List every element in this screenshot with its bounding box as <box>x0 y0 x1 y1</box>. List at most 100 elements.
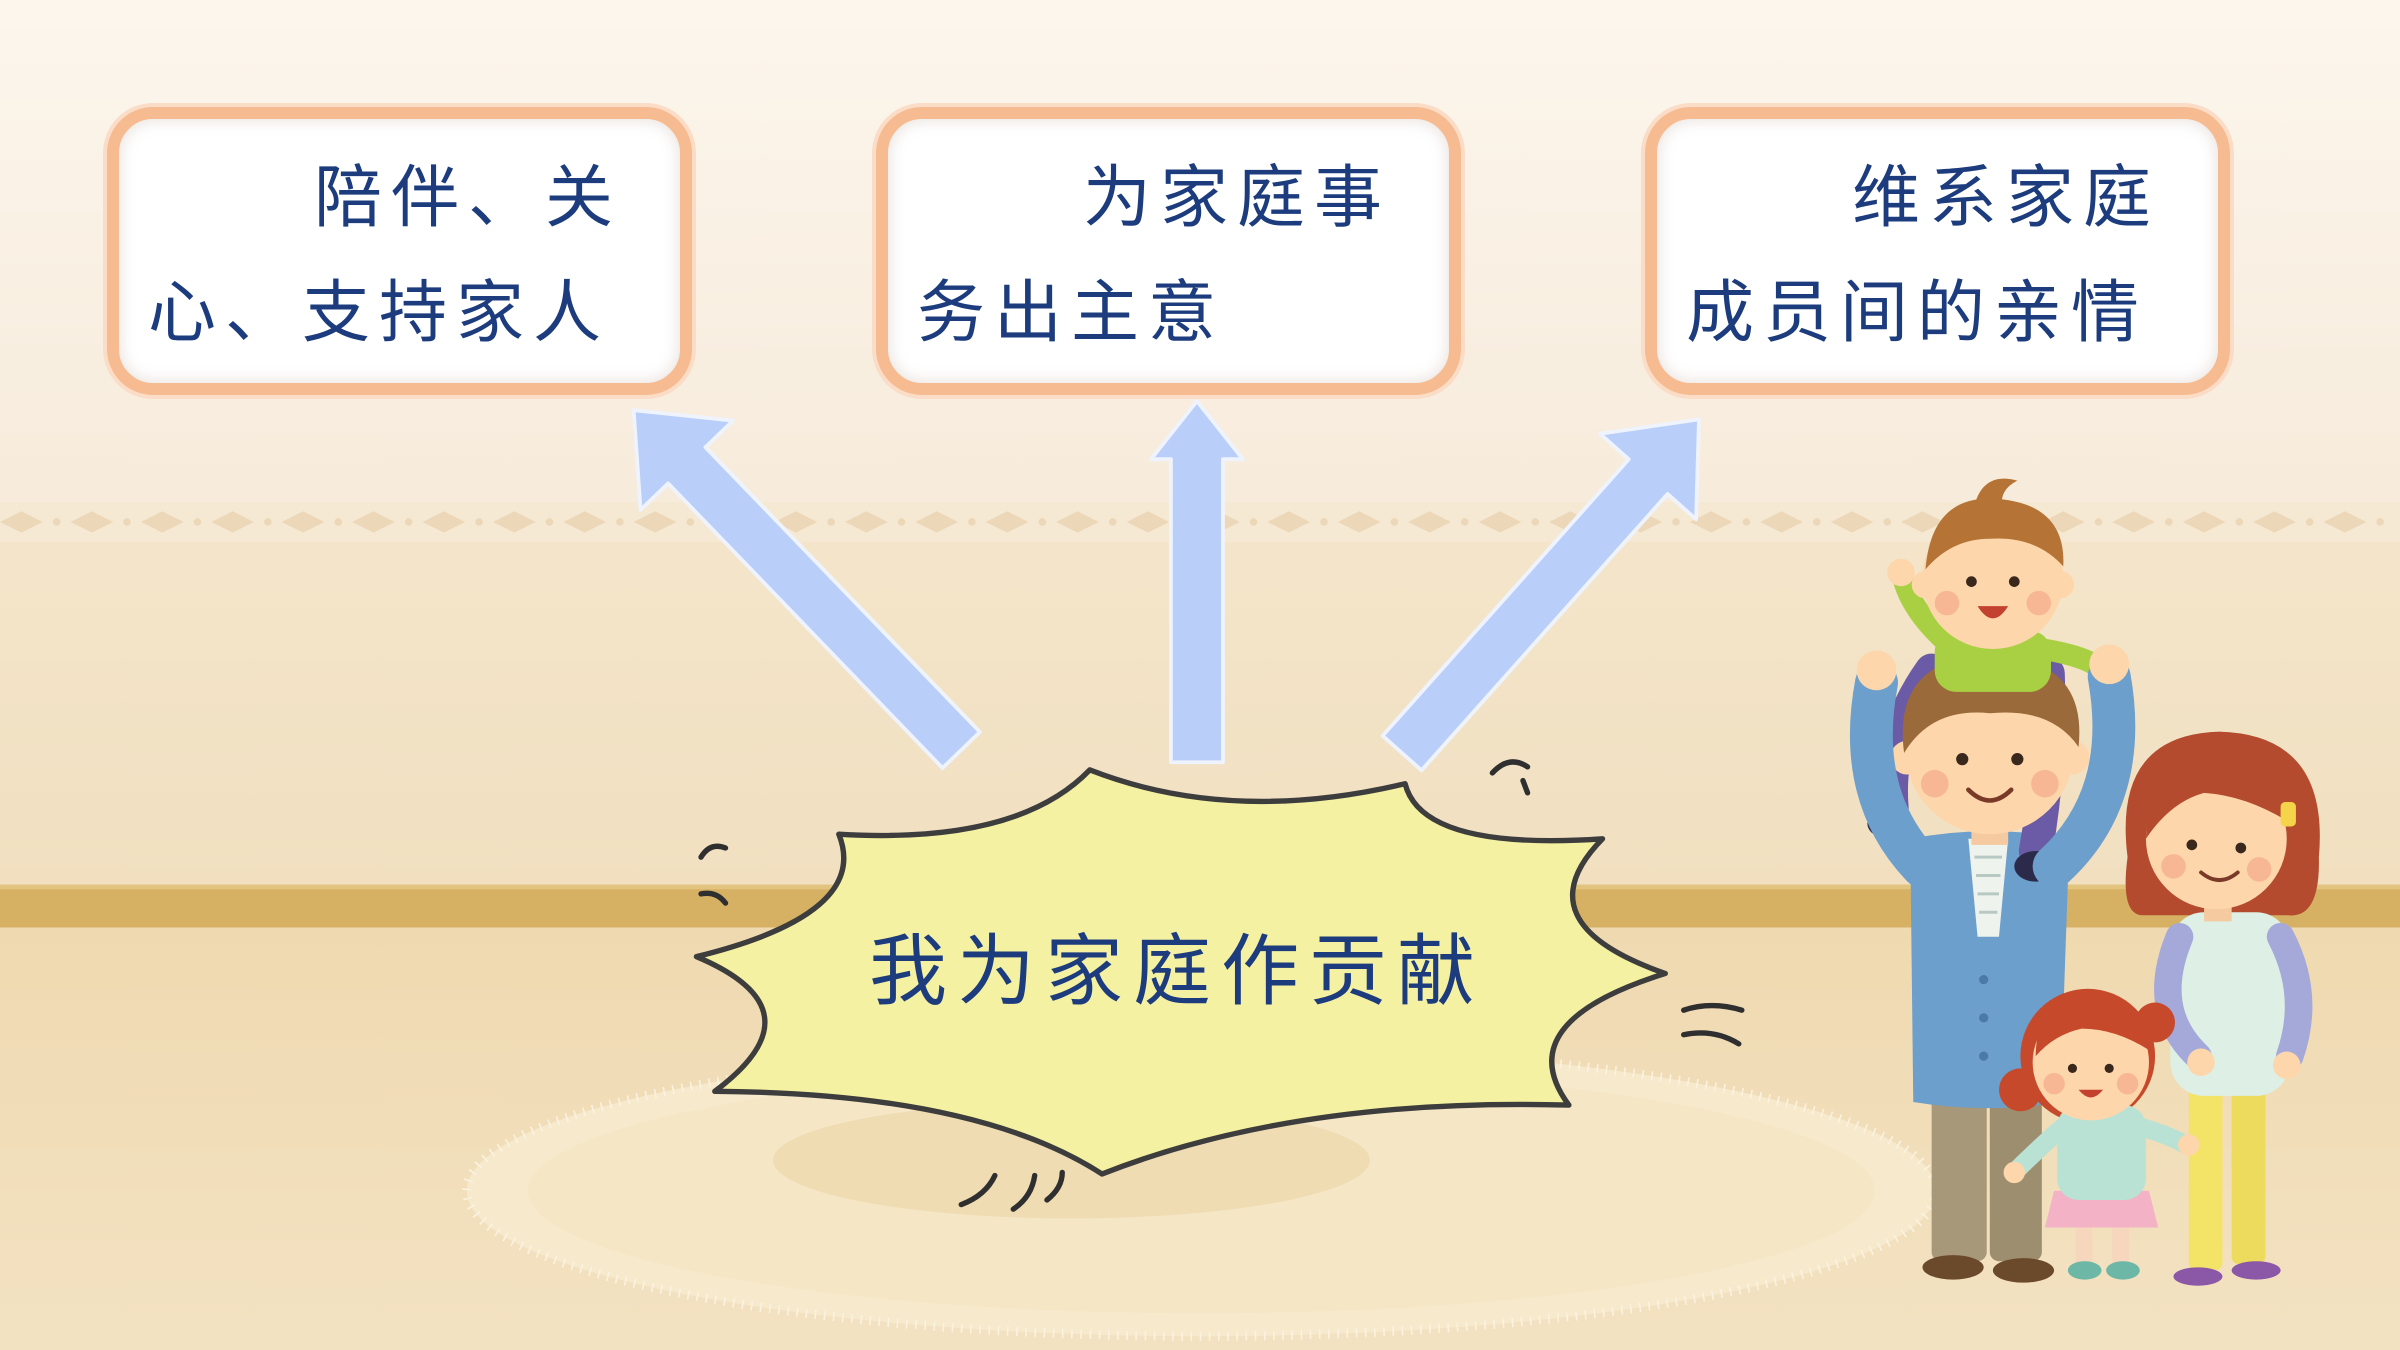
band-diamond <box>2112 511 2156 533</box>
boy-cheek <box>1934 590 1960 616</box>
girl-dress <box>2057 1105 2146 1200</box>
girl-cheek <box>2116 1072 2139 1095</box>
band-diamond <box>844 511 888 533</box>
band-dot <box>1460 518 1469 526</box>
band-diamond <box>492 511 536 533</box>
father-shoe <box>1922 1255 1984 1280</box>
text-box-line: 心、支持家人 <box>148 274 611 353</box>
motion-mark <box>958 1172 998 1208</box>
band-dot <box>2305 518 2314 526</box>
girl-skirt <box>2044 1190 2159 1228</box>
girl-leg <box>2112 1218 2130 1265</box>
band-dot <box>2094 518 2103 526</box>
band-dot <box>616 518 624 526</box>
band-diamond <box>1689 511 1733 533</box>
father-cheek <box>2031 769 2059 798</box>
motion-mark <box>698 890 729 906</box>
mother-leg <box>2188 1083 2223 1271</box>
band-diamond <box>211 511 255 533</box>
text-box-line: 维系家庭 <box>1852 159 2161 238</box>
motion-mark <box>1489 759 1531 776</box>
mother-leg <box>2231 1083 2266 1265</box>
band-dot <box>193 518 202 526</box>
father-cheek <box>1920 769 1949 798</box>
mother-eye <box>2186 839 2198 851</box>
motion-mark <box>1044 1169 1065 1203</box>
center-burst <box>693 767 1668 1177</box>
band-diamond <box>915 511 959 533</box>
band-dot <box>1249 518 1258 526</box>
father-shirt-stripes <box>1974 855 2003 914</box>
girl-hand <box>2003 1161 2025 1184</box>
mother-sleeve <box>2266 922 2313 1070</box>
girl-shoe <box>2067 1261 2102 1280</box>
band-diamond <box>1760 511 1804 533</box>
family-illustration <box>1849 478 2320 1286</box>
mother-hair-clip <box>2280 802 2296 827</box>
band-diamond <box>2253 511 2296 533</box>
father-hand <box>2089 644 2130 685</box>
mother-bangs <box>2145 756 2296 839</box>
father-shoe <box>1992 1258 2055 1283</box>
father-eye <box>2011 753 2024 766</box>
father-eye <box>1956 753 1969 766</box>
father-button <box>1979 975 1989 985</box>
motion-mark <box>1680 1002 1745 1013</box>
band-diamond <box>70 511 114 533</box>
girl-eye <box>2067 1063 2078 1073</box>
band-dot <box>1531 518 1540 526</box>
boy-eye <box>2008 576 2020 587</box>
band-dot <box>968 518 976 526</box>
boy-hair-tuft <box>1974 478 2018 509</box>
mother-smile <box>2199 870 2240 883</box>
motion-mark <box>1010 1172 1038 1212</box>
text-box-line: 为家庭事 <box>1083 159 1392 238</box>
text-box-line: 务出主意 <box>917 274 1226 353</box>
band-dot <box>1108 518 1117 526</box>
motion-marks <box>698 759 1745 1212</box>
arrows <box>631 399 1701 773</box>
band-diamond <box>281 511 325 533</box>
father-shirt <box>1968 838 2009 937</box>
band-diamond <box>0 511 43 533</box>
text-box-line: 陪伴、关 <box>314 159 623 238</box>
boy <box>1887 478 2105 692</box>
boy-hair <box>1925 498 2064 570</box>
girl-shoe <box>2106 1261 2140 1280</box>
band-dot <box>1883 518 1892 526</box>
arrow-to-box-2 <box>1149 399 1245 765</box>
mother-eye <box>2235 842 2247 854</box>
boy-eye <box>1966 576 1977 587</box>
band-dot <box>2235 518 2244 526</box>
arrow-to-box-3 <box>1380 417 1701 773</box>
band-diamond <box>633 511 677 533</box>
girl-bangs <box>2035 997 2149 1057</box>
band-diamond <box>1126 511 1170 533</box>
girl-cheek <box>2043 1072 2065 1095</box>
band-dot <box>1742 518 1751 526</box>
band-dot <box>52 518 61 526</box>
center-label: 我为家庭作贡献 <box>869 927 1486 1017</box>
text-box-1: 陪伴、关 心、支持家人 <box>107 107 692 395</box>
band-dot <box>264 518 272 526</box>
boy-cheek <box>2026 590 2052 616</box>
mother-shoe <box>2231 1261 2281 1280</box>
girl-hand <box>2178 1134 2200 1156</box>
band-diamond <box>140 511 184 533</box>
girl-leg <box>2075 1218 2093 1265</box>
text-box-3: 维系家庭 成员间的亲情 <box>1645 107 2230 395</box>
band-dot <box>827 518 835 526</box>
boy-mouth <box>1977 606 2009 619</box>
motion-mark <box>698 843 729 860</box>
text-box-line: 成员间的亲情 <box>1686 274 2149 353</box>
boy-shirt <box>1934 630 2052 692</box>
band-dot <box>123 518 131 526</box>
father-smile <box>1966 787 2014 803</box>
band-dot <box>1390 518 1399 526</box>
mother <box>2125 731 2320 1286</box>
band-dot <box>1320 518 1328 526</box>
mother-hand <box>2272 1051 2301 1080</box>
mother-shoe <box>2173 1267 2223 1286</box>
band-dot <box>334 518 343 526</box>
